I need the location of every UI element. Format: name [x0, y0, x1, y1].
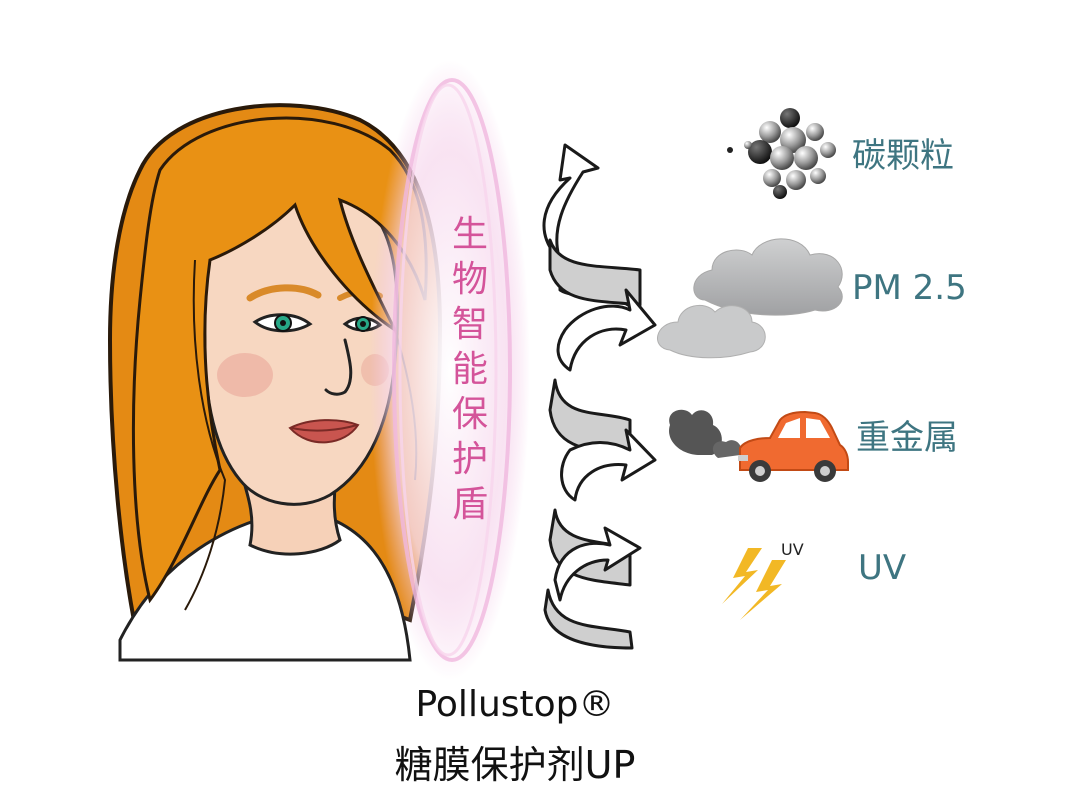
bio-shield-icon — [370, 60, 530, 680]
carbon-particles-icon — [727, 108, 836, 199]
lightning-uv-icon — [722, 548, 786, 620]
car-exhaust-icon — [669, 409, 849, 482]
label-pm25: PM 2.5 — [852, 268, 967, 308]
label-uv: UV — [858, 548, 907, 588]
smog-cloud-icon — [657, 238, 843, 359]
woman-portrait-icon — [107, 103, 443, 662]
label-heavy-metals: 重金属 — [856, 418, 958, 458]
uv-badge: UV — [781, 540, 804, 559]
product-name: Pollustop® — [415, 684, 615, 725]
product-subtitle: 糖膜保护剂UP — [394, 743, 636, 787]
shield-label: 生 物 智 能 保 护 盾 — [451, 214, 488, 525]
label-carbon-particles: 碳颗粒 — [852, 136, 954, 176]
deflection-arrows-icon — [542, 143, 657, 650]
